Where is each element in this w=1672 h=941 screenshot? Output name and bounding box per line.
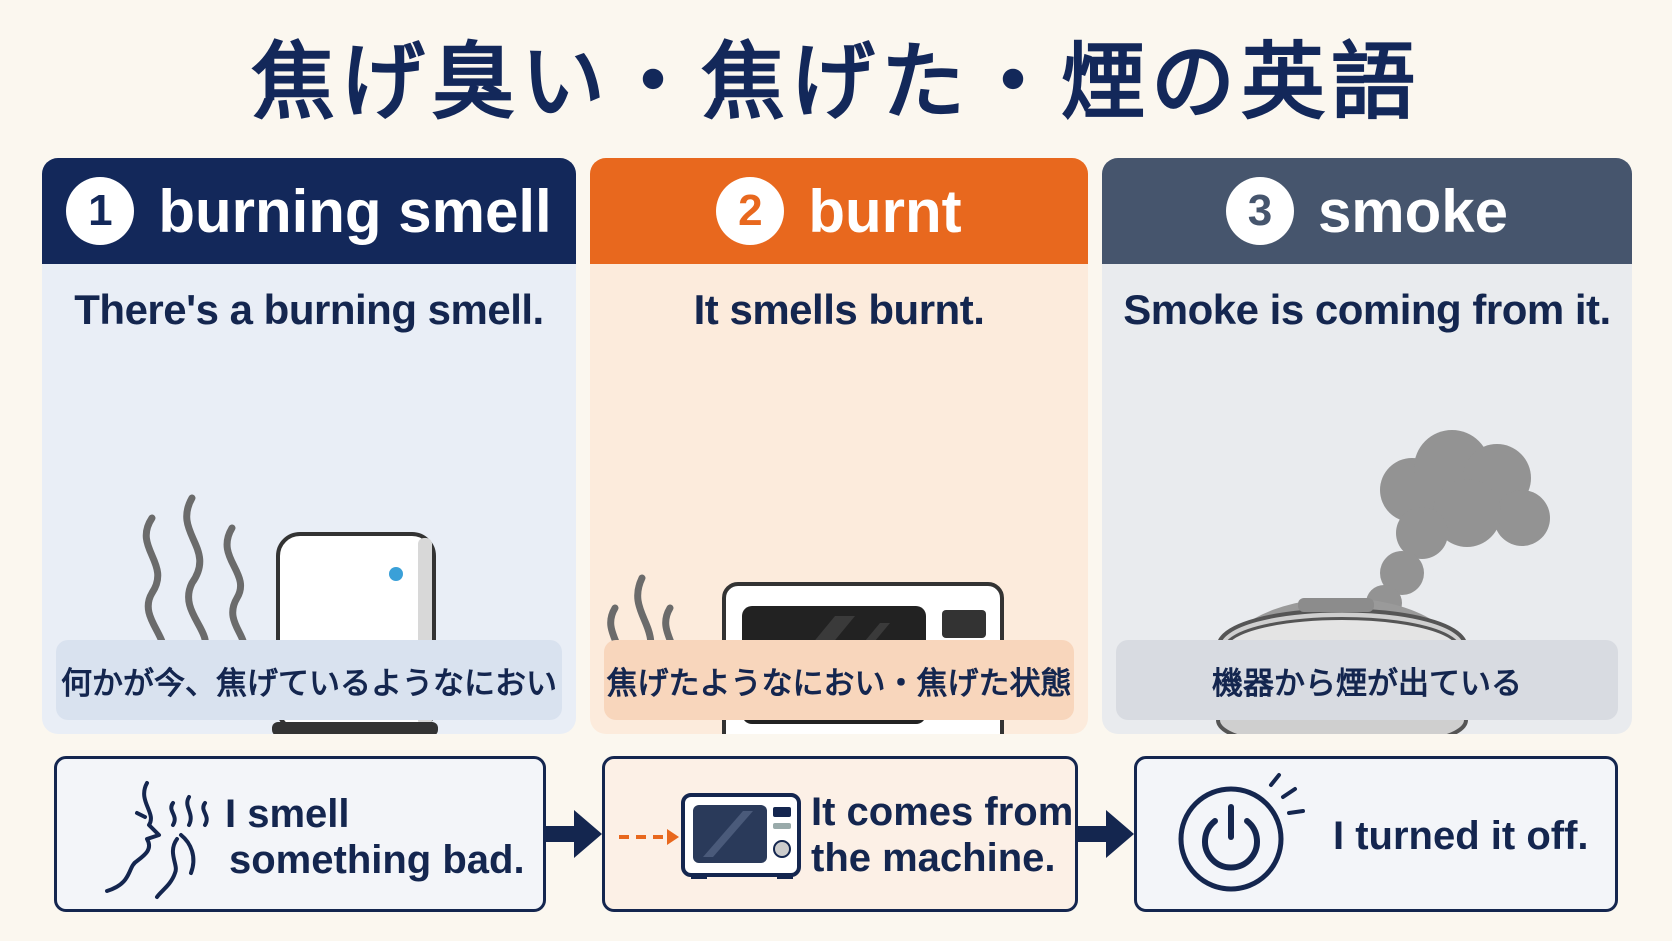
card-smoke: 3 smoke Smoke is coming from it. 機器から煙が出… [1102,158,1632,734]
microwave-icon [619,793,801,879]
smell-waves-icon [142,494,248,662]
smoke-cloud-icon [1353,430,1550,647]
number-badge: 1 [66,177,135,245]
step-smell: I smell something bad. [54,756,546,912]
card-burnt: 2 burnt It smells burnt. 焦げたようなにおい・焦げた状態 [590,158,1088,734]
step-turn-off: I turned it off. [1134,756,1618,912]
card-header: 1 burning smell [42,158,576,264]
step-source: It comes from the machine. [602,756,1078,912]
card-burning-smell: 1 burning smell There's a burning smell.… [42,158,576,734]
card-phrase: There's a burning smell. [74,286,544,333]
number-badge: 2 [716,177,785,245]
page-title: 焦げ臭い・焦げた・煙の英語 [250,33,1421,131]
step-line1: I turned it off. [1333,814,1589,858]
step-line2: the machine. [811,836,1056,880]
step-line2: something bad. [229,838,525,882]
card-label: burning smell [158,177,552,245]
card-header: 2 burnt [590,158,1088,264]
arrow-right-icon [546,810,602,858]
power-icon [1178,773,1305,892]
card-japanese: 機器から煙が出ている [1116,640,1618,720]
step-line1: I smell [225,792,350,836]
number-badge: 3 [1225,177,1294,245]
card-label: smoke [1317,177,1509,245]
step-line1: It comes from [811,790,1074,834]
arrow-right-icon [1078,810,1134,858]
sniffing-face-icon [105,781,209,899]
card-header: 3 smoke [1102,158,1632,264]
card-phrase: It smells burnt. [693,286,985,333]
card-japanese: 何かが今、焦げているようなにおい [56,640,562,720]
card-phrase: Smoke is coming from it. [1123,286,1611,333]
card-label: burnt [808,177,962,245]
card-japanese: 焦げたようなにおい・焦げた状態 [604,640,1074,720]
